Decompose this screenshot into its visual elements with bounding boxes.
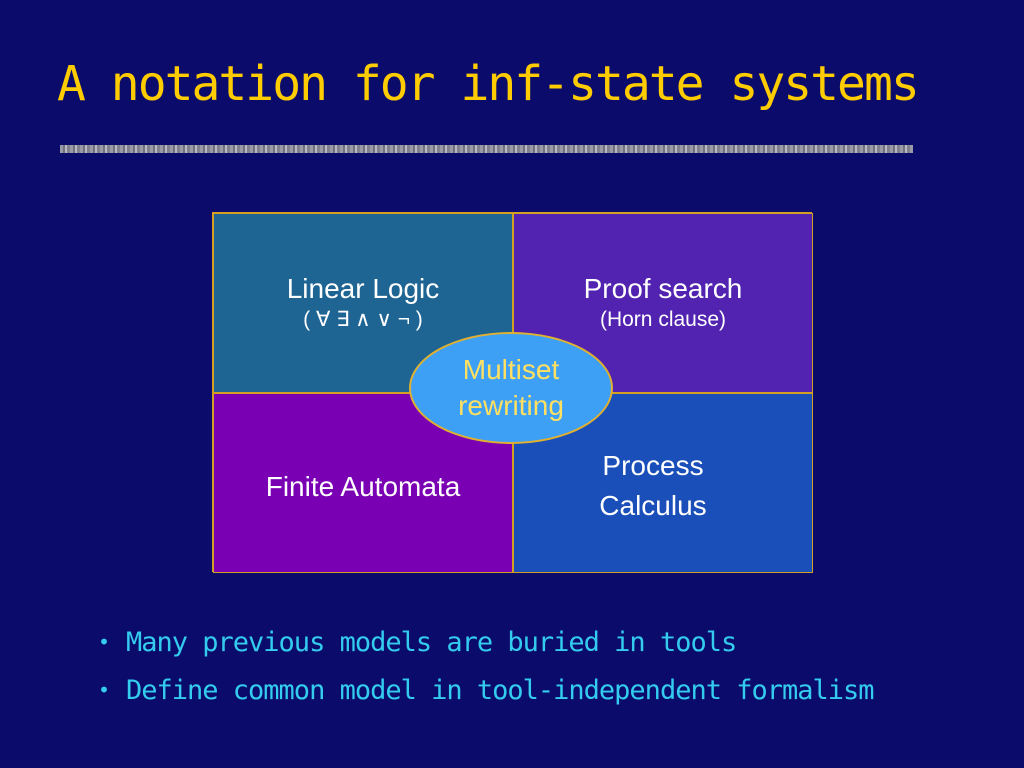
proof-search-label: Proof search bbox=[583, 273, 743, 304]
process-calculus-line2: Calculus bbox=[599, 490, 707, 521]
bullet-dot-icon: • bbox=[98, 678, 110, 702]
title-divider bbox=[60, 145, 913, 153]
bullet-item: • Many previous models are buried in too… bbox=[98, 618, 874, 666]
slide-title: A notation for inf-state systems bbox=[57, 56, 920, 112]
linear-logic-label: Linear Logic bbox=[286, 273, 440, 304]
finite-automata-label: Finite Automata bbox=[265, 471, 461, 502]
bullet-list: • Many previous models are buried in too… bbox=[98, 618, 875, 714]
bullet-item: • Define common model in tool-independen… bbox=[98, 666, 875, 714]
bullet-dot-icon: • bbox=[98, 630, 110, 654]
ellipse-line2: rewriting bbox=[458, 390, 564, 421]
ellipse-line1: Multiset bbox=[462, 354, 560, 385]
process-calculus-line1: Process bbox=[602, 450, 704, 481]
multiset-rewriting-ellipse: Multiset rewriting bbox=[409, 332, 613, 444]
proof-search-sub: (Horn clause) bbox=[599, 308, 727, 331]
bullet-text: Define common model in tool-independent … bbox=[126, 674, 875, 706]
bullet-text: Many previous models are buried in tools bbox=[126, 626, 737, 658]
linear-logic-symbols: ( ∀ ∃ ∧ ∨ ¬ ) bbox=[303, 308, 423, 331]
